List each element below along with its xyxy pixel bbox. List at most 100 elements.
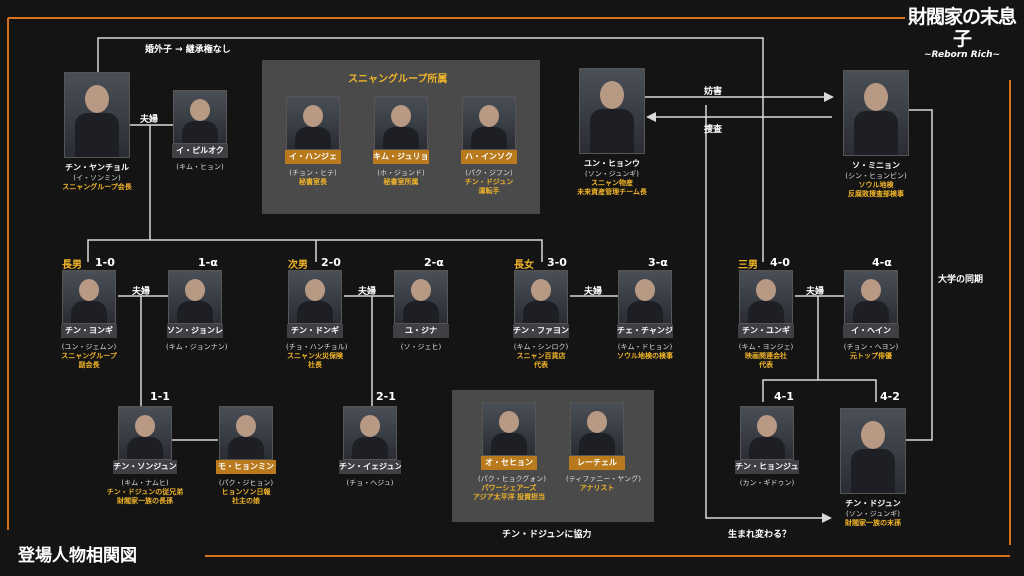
person-role: アナリスト [566,484,628,493]
portrait [286,96,340,150]
person-role: ヒョンソン日報 社主の娘 [216,488,276,506]
person-actor: (ソン・ジュンギ) [838,509,908,519]
person-role: スニャン物産 未来資産管理チーム長 [572,179,652,197]
person-role: スニャングループ会長 [62,183,132,192]
couple-label: 夫婦 [140,112,158,125]
person-card-kim-jurion: キム・ジュリョン (ホ・ジョンド) 秘書室所属 [372,96,430,187]
person-name: チン・ドジュン [838,498,908,509]
person-card-chin-yongi: チン・ヨンギ (ユン・ジェムン) スニャングループ 副会長 [60,270,118,370]
person-role: スニャングループ 副会長 [60,352,118,370]
person-actor: (イ・ソンミン) [62,173,132,183]
investigate-label: 捜査 [704,122,722,135]
drama-title: 財閥家の末息子 [906,6,1018,50]
person-card-mo-hyonmin: モ・ヒョンミン (パク・ジヒョン) ヒョンソン日報 社主の娘 [216,406,276,506]
hinder-label: 妨害 [704,84,722,97]
portrait [740,406,794,460]
person-name: イ・ヘイン [843,324,899,338]
person-card-chin-yungi: チン・ユンギ (キム・ヨンジェ) 映画関連会社 代表 [737,270,795,370]
person-card-chin-yejon: チン・イェジュン (チョ・ヘジュ) [338,406,402,488]
person-actor: (キム・ドヒョン) [616,342,674,352]
code-label: 4-0 [770,256,790,269]
person-card-chin-fayon: チン・ファヨン (キム・シンロク) スニャン百貨店 代表 [512,270,570,370]
person-role: ソウル地検 反腐敗捜査部検事 [840,181,912,199]
portrait [482,402,536,456]
person-actor: (ソ・ジェヒ) [392,342,450,352]
person-role: スニャン百貨店 代表 [512,352,570,370]
person-actor: (キム・ヨンジェ) [737,342,795,352]
person-name: チン・ファヨン [513,324,569,338]
person-actor: (パク・ジヒョン) [216,478,276,488]
code-label: 2-α [424,256,444,269]
person-card-seo-minyon: ソ・ミニョン (シン・ヒョンビン) ソウル地検 反腐敗捜査部検事 [840,70,912,199]
portrait [739,270,793,324]
code-label: 1-0 [95,256,115,269]
code-label: 1-α [198,256,218,269]
drama-logo: 財閥家の末息子 ~Reborn Rich~ [906,6,1018,60]
drama-subtitle: ~Reborn Rich~ [906,50,1018,60]
portrait [168,270,222,324]
person-actor: (チョ・ヘジュ) [338,478,402,488]
code-label: 3-0 [547,256,567,269]
person-name: モ・ヒョンミン [216,460,276,474]
person-name: キム・ジュリョン [373,150,429,164]
portrait [219,406,273,460]
person-name: ユン・ヒョンウ [572,158,652,169]
portrait [844,270,898,324]
group-affiliation-title: スニャングループ所属 [348,70,447,85]
person-actor: (ティファニー・ヤング) [566,474,628,484]
person-actor: (チョン・ヘヨン) [842,342,900,352]
person-actor: (ソン・ジュンギ) [572,169,652,179]
portrait [514,270,568,324]
person-card-chin-sonjun: チン・ソンジュン (キム・ナムヒ) チン・ドジュンの従兄弟 財閥家一族の長孫 [112,406,178,506]
person-name: ソ・ミニョン [840,160,912,171]
person-name: ソン・ジョンレ [167,324,223,338]
person-card-chin-hyonjun: チン・ヒョンジュン (カン・ギドゥン) [734,406,800,488]
person-card-son-jonre: ソン・ジョンレ (キム・ジョンナン) [166,270,224,352]
person-role: チン・ドジュンの従兄弟 財閥家一族の長孫 [92,488,198,506]
portrait [840,408,906,494]
person-name: チェ・チャンジェ [617,324,673,338]
eldest-son-tag: 長男 [62,256,82,271]
person-name: チン・ユンギ [738,324,794,338]
second-son-tag: 次男 [288,256,308,271]
portrait [173,90,227,144]
person-actor: (キム・ジョンナン) [166,342,224,352]
couple-label: 夫婦 [584,284,602,297]
person-actor: (ユン・ジェムン) [60,342,118,352]
portrait [570,402,624,456]
portrait [843,70,909,156]
portrait [394,270,448,324]
person-name: オ・セヒョン [481,456,537,470]
portrait [343,406,397,460]
university-label: 大学の同期 [938,272,983,285]
portrait [64,72,130,158]
portrait [118,406,172,460]
person-name: チン・ヨンギ [61,324,117,338]
person-role: スニャン火災保険 社長 [286,352,344,370]
person-role: パワーシェアーズ アジア太平洋 投資担当 [464,484,554,502]
code-label: 4-1 [774,390,794,403]
person-role: 映画関連会社 代表 [737,352,795,370]
person-name: チン・イェジュン [339,460,401,474]
couple-label: 夫婦 [806,284,824,297]
code-label: 1-1 [150,390,170,403]
illegitimate-label: 婚外子 → 継承権なし [145,42,231,55]
person-actor: (チョン・ヒテ) [284,168,342,178]
person-card-choi-changje: チェ・チャンジェ (キム・ドヒョン) ソウル地検の検事 [616,270,674,361]
person-actor: (ホ・ジョンド) [372,168,430,178]
couple-label: 夫婦 [132,284,150,297]
person-card-ha-insok: ハ・インソク (パク・ジフン) チン・ドジュン 運転手 [460,96,518,196]
person-name: チン・ソンジュン [113,460,177,474]
portrait [288,270,342,324]
code-label: 2-0 [321,256,341,269]
person-actor: (パク・ジフン) [460,168,518,178]
portrait [374,96,428,150]
person-card-lee-pilok: イ・ピルオク (キム・ヒョン) [171,90,229,172]
person-actor: (チョ・ハンチョル) [286,342,344,352]
eldest-daughter-tag: 長女 [514,256,534,271]
person-card-yu-jina: ユ・ジナ (ソ・ジェヒ) [392,270,450,352]
person-actor: (カン・ギドゥン) [734,478,800,488]
person-role: ソウル地検の検事 [616,352,674,361]
person-role: 秘書室所属 [372,178,430,187]
